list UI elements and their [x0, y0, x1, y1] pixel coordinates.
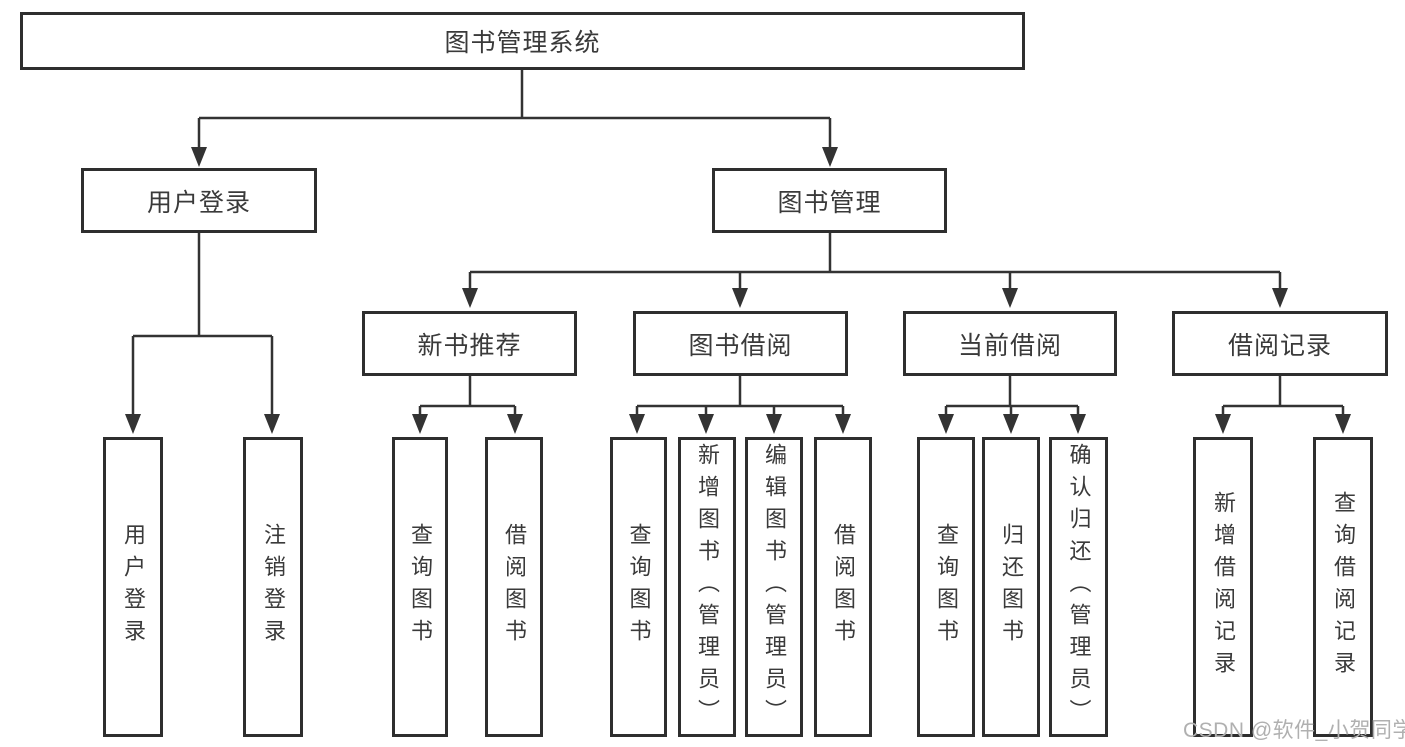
node-current-borrowing-label: 当前借阅: [957, 331, 1062, 360]
node-user-login-label: 用户登录: [146, 188, 251, 217]
node-borrowing-records: 借阅记录: [1172, 311, 1388, 376]
leaf-query-books-current-label: 查询图书: [934, 523, 959, 651]
node-book-management: 图书管理: [712, 168, 947, 233]
leaf-return-books-label: 归还图书: [999, 523, 1024, 651]
leaf-query-books-borrowing-label: 查询图书: [626, 523, 652, 651]
leaf-add-borrow-record-label: 新增借阅记录: [1211, 491, 1236, 683]
leaf-borrow-books-borrowing: 借阅图书: [814, 437, 872, 737]
leaf-query-books-recommend-label: 查询图书: [408, 523, 433, 651]
node-user-login: 用户登录: [81, 168, 317, 233]
leaf-confirm-return-admin-label: 确认归还（管理员）: [1066, 443, 1092, 731]
leaf-add-book-admin: 新增图书（管理员）: [678, 437, 736, 737]
leaf-query-books-recommend: 查询图书: [392, 437, 448, 737]
leaf-logout-label: 注销登录: [261, 523, 286, 651]
node-library-system-label: 图书管理系统: [444, 29, 601, 57]
node-borrowing-records-label: 借阅记录: [1227, 331, 1332, 360]
leaf-logout: 注销登录: [243, 437, 303, 737]
node-current-borrowing: 当前借阅: [903, 311, 1117, 376]
leaf-borrow-books-recommend: 借阅图书: [485, 437, 543, 737]
leaf-borrow-books-recommend-label: 借阅图书: [502, 523, 527, 651]
leaf-borrow-books-borrowing-label: 借阅图书: [831, 523, 856, 651]
leaf-add-book-admin-label: 新增图书（管理员）: [695, 443, 720, 731]
node-new-book-recommend-label: 新书推荐: [417, 331, 522, 360]
node-book-borrowing-label: 图书借阅: [688, 331, 793, 360]
leaf-user-login-label: 用户登录: [121, 523, 146, 651]
node-book-borrowing: 图书借阅: [633, 311, 848, 376]
watermark-text: CSDN @软件_小贺同学: [1183, 719, 1405, 742]
leaf-user-login: 用户登录: [103, 437, 163, 737]
leaf-add-borrow-record: 新增借阅记录: [1193, 437, 1253, 737]
leaf-query-books-borrowing: 查询图书: [610, 437, 667, 737]
node-book-management-label: 图书管理: [777, 188, 882, 217]
leaf-edit-book-admin: 编辑图书（管理员）: [745, 437, 803, 737]
node-library-system: 图书管理系统: [20, 12, 1025, 70]
leaf-return-books: 归还图书: [982, 437, 1040, 737]
leaf-query-borrow-record-label: 查询借阅记录: [1331, 491, 1356, 683]
node-new-book-recommend: 新书推荐: [362, 311, 577, 376]
leaf-query-borrow-record: 查询借阅记录: [1313, 437, 1373, 737]
arrowheads: [125, 147, 1351, 434]
leaf-query-books-current: 查询图书: [917, 437, 975, 737]
leaf-confirm-return-admin: 确认归还（管理员）: [1049, 437, 1108, 737]
leaf-edit-book-admin-label: 编辑图书（管理员）: [762, 443, 787, 731]
